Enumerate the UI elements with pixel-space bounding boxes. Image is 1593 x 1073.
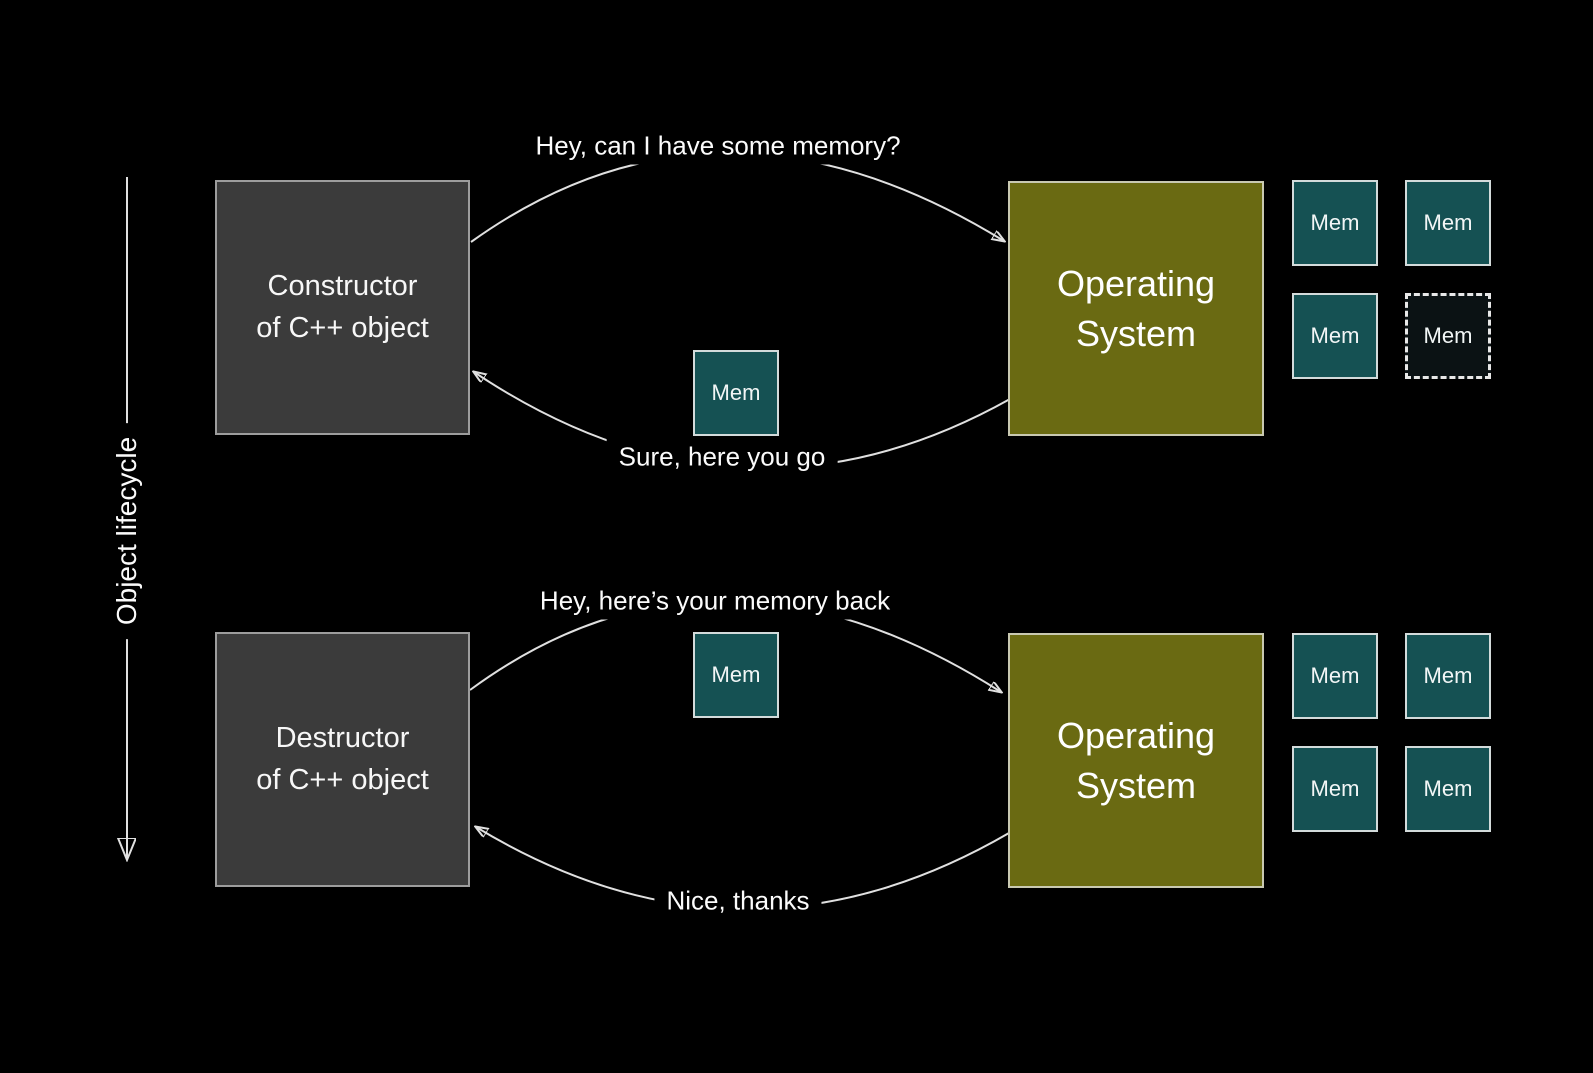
constructor-label-line2: of C++ object	[256, 311, 429, 344]
constructor-box: Constructor of C++ object	[215, 180, 470, 435]
mem-box: Mem	[1292, 633, 1378, 719]
mem-box-transfer-top: Mem	[693, 350, 779, 436]
constructor-label-line1: Constructor	[267, 270, 418, 303]
mem-box: Mem	[1292, 746, 1378, 832]
operating-system-box-bottom: Operating System	[1008, 633, 1264, 888]
top-response-message: Sure, here you go	[606, 438, 838, 476]
mem-box: Mem	[1292, 293, 1378, 379]
mem-box: Mem	[1405, 180, 1491, 266]
mem-box: Mem	[1405, 633, 1491, 719]
destructor-box: Destructor of C++ object	[215, 632, 470, 887]
destructor-label-line2: of C++ object	[256, 763, 429, 796]
operating-system-box-top: Operating System	[1008, 181, 1264, 436]
lifecycle-axis-label: Object lifecycle	[109, 422, 145, 640]
bottom-request-message: Hey, here’s your memory back	[527, 582, 903, 620]
mem-box: Mem	[1405, 746, 1491, 832]
os-top-label-line1: Operating	[1056, 262, 1216, 304]
destructor-label-line1: Destructor	[275, 722, 410, 755]
mem-box-transfer-bottom: Mem	[693, 632, 779, 718]
mem-box-handed-out: Mem	[1405, 293, 1491, 379]
os-bottom-label-line1: Operating	[1056, 714, 1216, 756]
mem-box: Mem	[1292, 180, 1378, 266]
bottom-response-message: Nice, thanks	[654, 882, 822, 920]
os-bottom-label-line2: System	[1075, 764, 1197, 806]
os-top-label-line2: System	[1075, 312, 1197, 354]
top-request-message: Hey, can I have some memory?	[523, 127, 913, 165]
top-request-arrow	[470, 152, 1004, 242]
